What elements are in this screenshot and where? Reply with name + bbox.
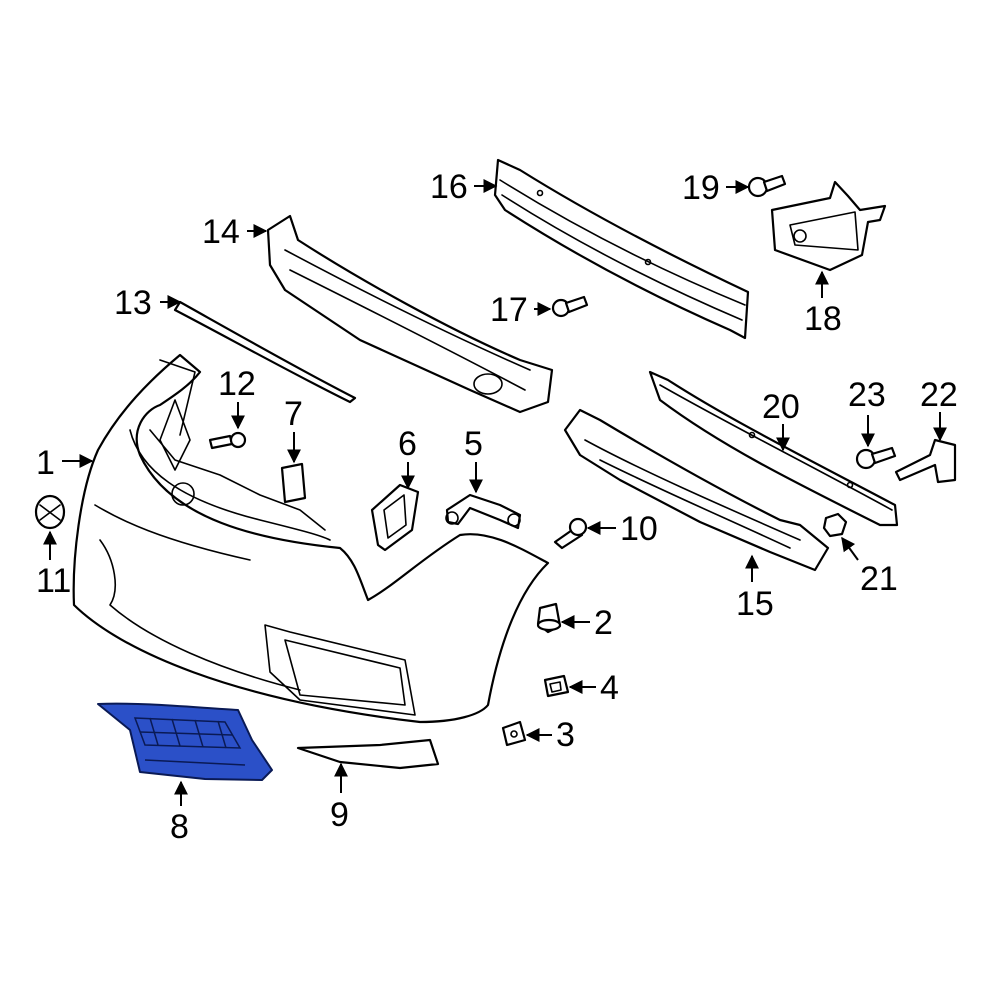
part-3-nut-clip[interactable] (501, 720, 527, 747)
callout-1: 1 (36, 444, 55, 482)
callout-14: 14 (202, 213, 240, 251)
callout-5: 5 (464, 425, 483, 463)
callout-4: 4 (600, 669, 619, 707)
part-13-molding[interactable] (173, 300, 357, 404)
part-5-bracket[interactable] (445, 493, 522, 530)
leader-21 (841, 536, 859, 561)
part-17-bolt[interactable] (551, 295, 589, 318)
callout-15: 15 (736, 585, 774, 623)
part-12-screw[interactable] (208, 431, 247, 450)
callout-10: 10 (620, 510, 658, 548)
part-18-bracket-assembly[interactable] (770, 180, 887, 272)
callout-16: 16 (430, 168, 468, 206)
callout-3: 3 (556, 716, 575, 754)
part-16-reinforcement-bar[interactable] (493, 158, 750, 340)
callout-21: 21 (860, 560, 898, 598)
part-14-upper-absorber[interactable] (266, 214, 554, 414)
callout-12: 12 (218, 365, 256, 403)
callout-11: 11 (36, 562, 71, 600)
part-11-emblem[interactable] (34, 494, 66, 530)
part-6-bracket[interactable] (370, 483, 420, 552)
callout-2: 2 (594, 604, 613, 642)
callout-7: 7 (284, 395, 303, 433)
part-10-bolt[interactable] (553, 517, 588, 550)
part-9-lower-trim[interactable] (296, 738, 440, 770)
part-19-bolt[interactable] (747, 174, 787, 198)
part-2-clip[interactable] (536, 602, 562, 634)
callout-22: 22 (920, 376, 958, 414)
callout-19: 19 (682, 169, 720, 207)
part-21-nut[interactable] (822, 512, 848, 538)
part-7-pad[interactable] (280, 462, 307, 504)
callout-9: 9 (330, 796, 349, 834)
callout-13: 13 (114, 284, 152, 322)
part-4-retainer[interactable] (543, 674, 570, 698)
part-15-lower-reinforcement[interactable] (563, 408, 830, 572)
callout-17: 17 (490, 291, 528, 329)
part-8-lower-grille[interactable] (97, 702, 273, 781)
part-20-rail[interactable] (648, 370, 899, 527)
callout-8: 8 (170, 808, 189, 846)
callout-18: 18 (804, 300, 842, 338)
callout-6: 6 (398, 425, 417, 463)
part-1-bumper-cover[interactable] (72, 353, 550, 724)
part-22-bracket[interactable] (894, 438, 957, 484)
callout-20: 20 (762, 388, 800, 426)
callout-labels: 1 2 3 4 5 6 7 8 9 10 11 12 13 14 15 16 1… (36, 168, 958, 846)
callout-23: 23 (848, 376, 886, 414)
callout-leaders (43, 179, 947, 806)
part-23-bolt[interactable] (855, 446, 897, 470)
